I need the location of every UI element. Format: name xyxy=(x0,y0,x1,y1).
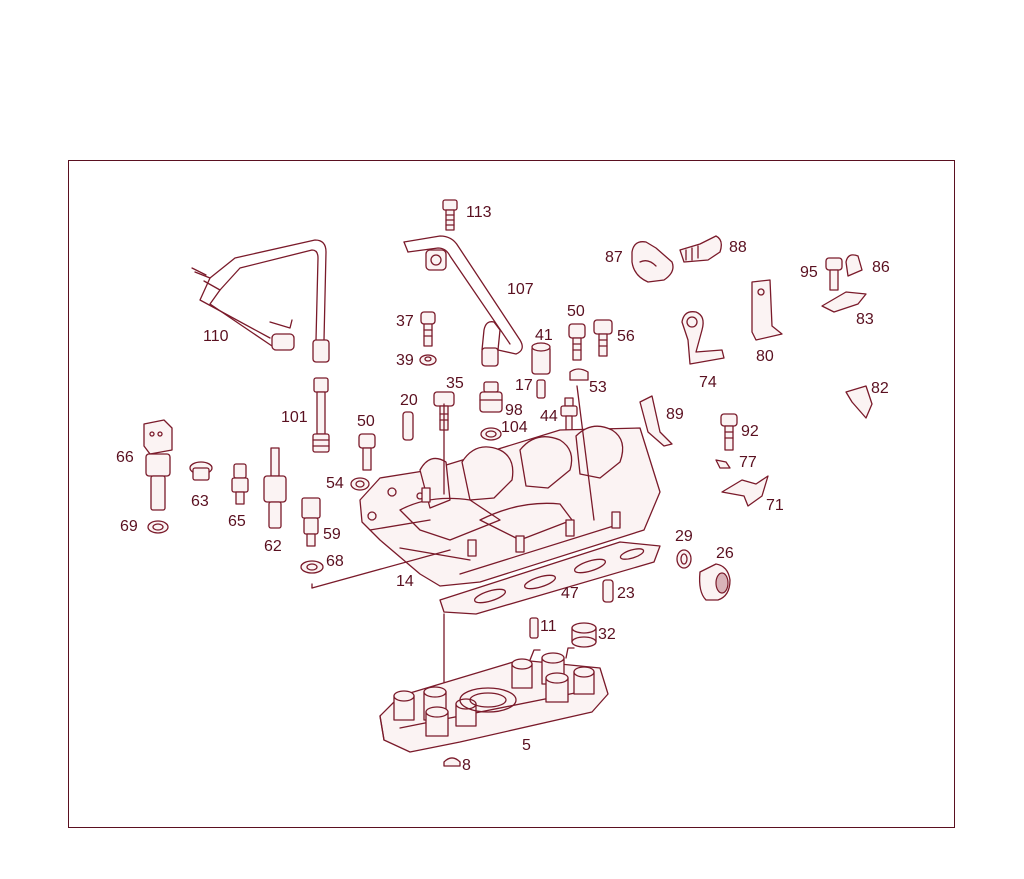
clip-77 xyxy=(715,459,731,469)
label-88: 88 xyxy=(729,239,747,256)
seal-69 xyxy=(147,520,169,534)
tube-101 xyxy=(312,377,330,453)
bolt-37 xyxy=(420,311,436,347)
plug-63 xyxy=(189,461,213,481)
label-69: 69 xyxy=(120,518,138,535)
label-107: 107 xyxy=(507,281,534,298)
label-89: 89 xyxy=(666,406,684,423)
bolt-92 xyxy=(720,413,738,451)
label-5: 5 xyxy=(522,737,531,754)
dowel-20 xyxy=(402,411,414,441)
bolt-95 xyxy=(825,257,843,291)
washer-54 xyxy=(350,477,370,491)
label-53: 53 xyxy=(589,379,607,396)
label-56: 56 xyxy=(617,328,635,345)
leader-lines xyxy=(311,385,595,691)
label-54: 54 xyxy=(326,475,344,492)
bolt-113 xyxy=(442,199,458,231)
label-71: 71 xyxy=(766,497,784,514)
label-110: 110 xyxy=(203,328,229,345)
lower-manifold-5 xyxy=(379,647,609,753)
pin-11 xyxy=(529,617,539,639)
label-82: 82 xyxy=(871,380,889,397)
label-86: 86 xyxy=(872,259,890,276)
label-74: 74 xyxy=(699,374,717,391)
label-65: 65 xyxy=(228,513,246,530)
washer-39 xyxy=(419,354,437,366)
label-14: 14 xyxy=(396,573,414,590)
label-68: 68 xyxy=(326,553,344,570)
part-labels: 113 107 110 87 88 95 86 83 80 74 82 37 3… xyxy=(116,204,890,774)
label-50b: 50 xyxy=(357,413,375,430)
label-80: 80 xyxy=(756,348,774,365)
bracket-82 xyxy=(845,385,873,419)
sensor-66 xyxy=(143,419,173,511)
o-ring-29 xyxy=(676,549,692,569)
label-95: 95 xyxy=(800,264,818,281)
pin-23 xyxy=(602,579,614,603)
label-66: 66 xyxy=(116,449,134,466)
bolt-50b xyxy=(358,433,376,471)
seal-104 xyxy=(480,427,502,441)
clamp-88 xyxy=(679,235,722,263)
label-26: 26 xyxy=(716,545,734,562)
cap-41 xyxy=(531,342,551,375)
label-35: 35 xyxy=(446,375,464,392)
gasket-47 xyxy=(439,541,661,615)
label-98: 98 xyxy=(505,402,523,419)
label-37: 37 xyxy=(396,313,414,330)
bracket-71 xyxy=(721,475,769,507)
bracket-89 xyxy=(639,395,673,447)
cap-26 xyxy=(698,563,731,601)
bolt-50a xyxy=(568,323,586,361)
label-101: 101 xyxy=(281,409,308,426)
clip-86 xyxy=(845,254,863,277)
fitting-98 xyxy=(479,381,503,413)
label-83: 83 xyxy=(856,311,874,328)
label-17: 17 xyxy=(515,377,533,394)
label-113: 113 xyxy=(466,204,492,221)
clamp-87 xyxy=(631,241,674,283)
bracket-80 xyxy=(751,279,783,341)
label-39: 39 xyxy=(396,352,414,369)
cap-32 xyxy=(571,622,597,648)
clip-53 xyxy=(569,368,589,381)
valve-44 xyxy=(560,397,578,431)
pin-17 xyxy=(536,379,546,399)
label-50a: 50 xyxy=(567,303,585,320)
label-11: 11 xyxy=(540,618,557,635)
bolt-56 xyxy=(593,319,613,357)
bracket-74 xyxy=(681,311,725,365)
label-8: 8 xyxy=(462,757,471,774)
label-62: 62 xyxy=(264,538,282,555)
label-29: 29 xyxy=(675,528,693,545)
fuel-line-107 xyxy=(403,235,523,367)
diagram-frame xyxy=(68,160,955,828)
label-77: 77 xyxy=(739,454,757,471)
fuel-line-110 xyxy=(191,239,330,363)
seal-68 xyxy=(300,560,324,574)
sensor-59 xyxy=(301,497,321,547)
label-104: 104 xyxy=(501,419,528,436)
label-92: 92 xyxy=(741,423,759,440)
label-87: 87 xyxy=(605,249,623,266)
sensor-62 xyxy=(263,447,287,529)
label-32: 32 xyxy=(598,626,616,643)
label-20: 20 xyxy=(400,392,418,409)
label-41: 41 xyxy=(535,327,553,344)
intake-manifold-14 xyxy=(359,425,661,587)
label-63: 63 xyxy=(191,493,209,510)
label-47: 47 xyxy=(561,585,579,602)
label-23: 23 xyxy=(617,585,635,602)
plug-8 xyxy=(443,757,461,767)
label-44: 44 xyxy=(540,408,558,425)
bracket-83 xyxy=(821,291,867,313)
sensor-65 xyxy=(231,463,249,505)
label-59: 59 xyxy=(323,526,341,543)
